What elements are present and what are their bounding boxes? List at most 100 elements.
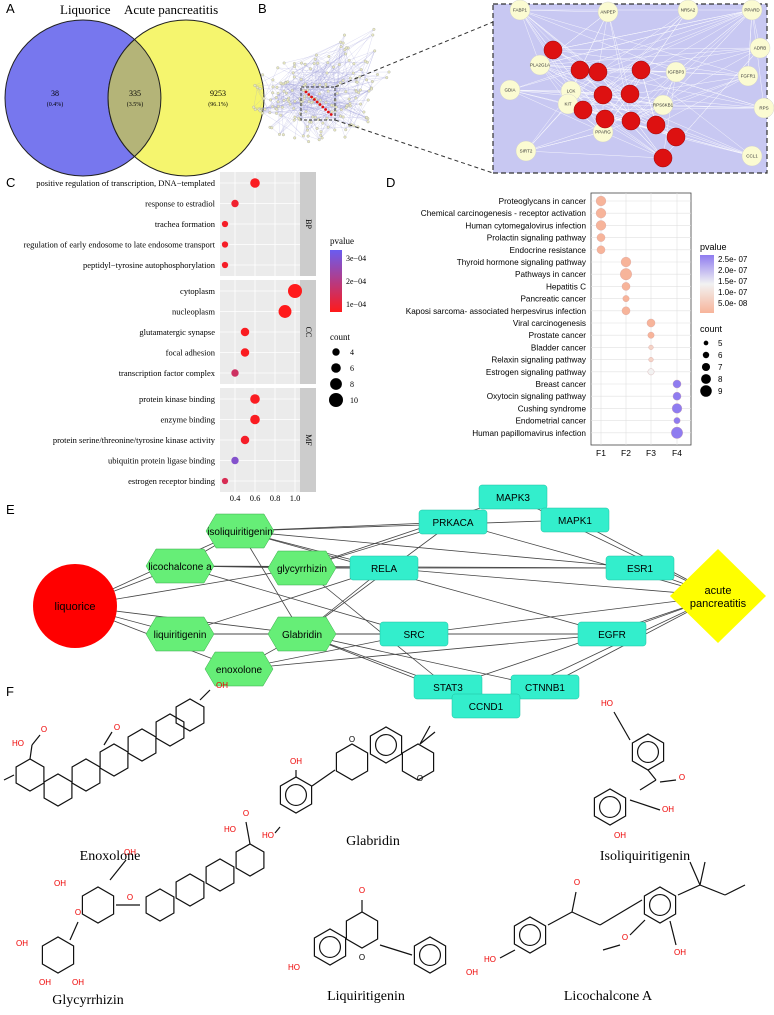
aromatic-ring-marker (648, 893, 672, 917)
ppi-zoom-hub-node (570, 60, 590, 80)
atom-label: OH (674, 948, 686, 957)
ppi-node (359, 68, 363, 72)
d-dot (646, 318, 656, 328)
ppi-node (345, 104, 349, 108)
ppi-node (355, 80, 359, 84)
ppi-node (347, 97, 351, 101)
ppi-zoom-edge (539, 9, 753, 66)
ppi-edge (335, 100, 347, 106)
ppi-node (366, 120, 370, 124)
c-xtick-label: 0.4 (230, 493, 241, 503)
ppi-node (271, 105, 274, 109)
d-pvalue-tick-4: 1.0e- 07 (718, 288, 748, 297)
d-category-label: Thyroid hormone signaling pathway (457, 258, 587, 267)
ppi-node (279, 81, 283, 85)
ppi-zoom-node (499, 79, 521, 101)
d-dot (671, 403, 683, 414)
c-dot-bp (221, 241, 229, 248)
ppi-node (303, 82, 307, 86)
ppi-node (385, 76, 389, 80)
bond (571, 911, 601, 926)
ppi-node (318, 98, 322, 102)
ppi-node (286, 80, 290, 84)
ppi-node (301, 134, 305, 138)
ppi-edge (309, 29, 375, 122)
atom-label: HO (12, 739, 24, 748)
panel-label-f: F (6, 684, 14, 699)
network-target-node (478, 484, 548, 510)
ppi-edge (348, 50, 375, 100)
ppi-zoom-node (515, 140, 537, 162)
aromatic-ring-marker (636, 740, 660, 764)
d-category-label: Oxytocin signaling pathway (487, 392, 587, 401)
ppi-node (341, 41, 345, 45)
network-target-label: CCND1 (469, 702, 504, 713)
ppi-node (318, 83, 322, 87)
ppi-zoom-edge (525, 131, 604, 152)
ppi-edge (349, 89, 361, 126)
ppi-node (343, 33, 346, 37)
ppi-node (276, 66, 280, 70)
ring-bond (15, 758, 45, 792)
network-edge (383, 567, 719, 597)
ppi-node (300, 61, 303, 65)
network-node-liquorice (33, 564, 117, 648)
bond (599, 899, 643, 926)
ppi-node (339, 114, 342, 118)
c-count-legend-dot (330, 378, 342, 390)
d-dot (621, 306, 631, 316)
ppi-node (281, 133, 285, 137)
ppi-node (372, 27, 376, 31)
ppi-zoom-node-label: GDIA (504, 88, 515, 93)
ppi-zoom-hub-node (595, 109, 615, 129)
atom-label: OH (466, 968, 478, 977)
ppi-node (274, 96, 278, 100)
ppi-edge (293, 71, 390, 73)
ppi-zoom-edge (525, 75, 749, 152)
c-count-legend-label: 8 (350, 380, 354, 389)
ppi-edge (286, 47, 349, 94)
ppi-node (363, 59, 367, 63)
ppi-edge (271, 127, 280, 135)
venn-mid-pct: (3.5%) (127, 101, 144, 108)
d-category-label: Chemical carcinogenesis - receptor activ… (421, 209, 587, 218)
ppi-edge (262, 54, 317, 114)
ppi-node (344, 52, 348, 56)
ppi-edge (353, 50, 375, 64)
panel-label-c: C (6, 175, 15, 190)
ppi-edge (258, 67, 278, 110)
ppi-node (326, 125, 330, 129)
ppi-zoom-hub-node (646, 115, 666, 135)
ppi-node (312, 83, 316, 87)
bond (647, 769, 657, 781)
d-dot (647, 331, 655, 339)
ppi-edge (294, 63, 359, 128)
ppi-node (280, 105, 284, 109)
atom-label: OH (662, 805, 674, 814)
ppi-zoom-node-label: RPS6KB1 (653, 103, 674, 108)
d-dot (596, 233, 606, 242)
network-target-node (418, 509, 488, 535)
ppi-node (304, 110, 308, 113)
d-legend-pvalue-title: pvalue (700, 242, 727, 252)
ppi-zoom-node-label: PLA2G1A (530, 63, 550, 68)
c-category-label: enzyme binding (160, 415, 215, 425)
ppi-edge (299, 98, 350, 104)
d-count-legend-label: 6 (718, 351, 723, 360)
facet-bp-label: BP (304, 219, 313, 229)
network-target-node (413, 674, 483, 700)
ppi-node (309, 67, 312, 71)
ppi-node (258, 87, 262, 91)
ppi-node (307, 100, 311, 104)
ppi-node (330, 103, 334, 107)
d-xtick-label: F4 (672, 448, 682, 458)
ppi-edge (319, 71, 390, 140)
ppi-edge (312, 100, 336, 118)
ppi-zoom-node (597, 1, 619, 23)
atom-label: OH (124, 848, 136, 857)
ppi-node (352, 124, 356, 128)
ppi-node (325, 71, 329, 75)
bond (274, 826, 281, 834)
ppi-zoom-hub-node (666, 127, 686, 147)
